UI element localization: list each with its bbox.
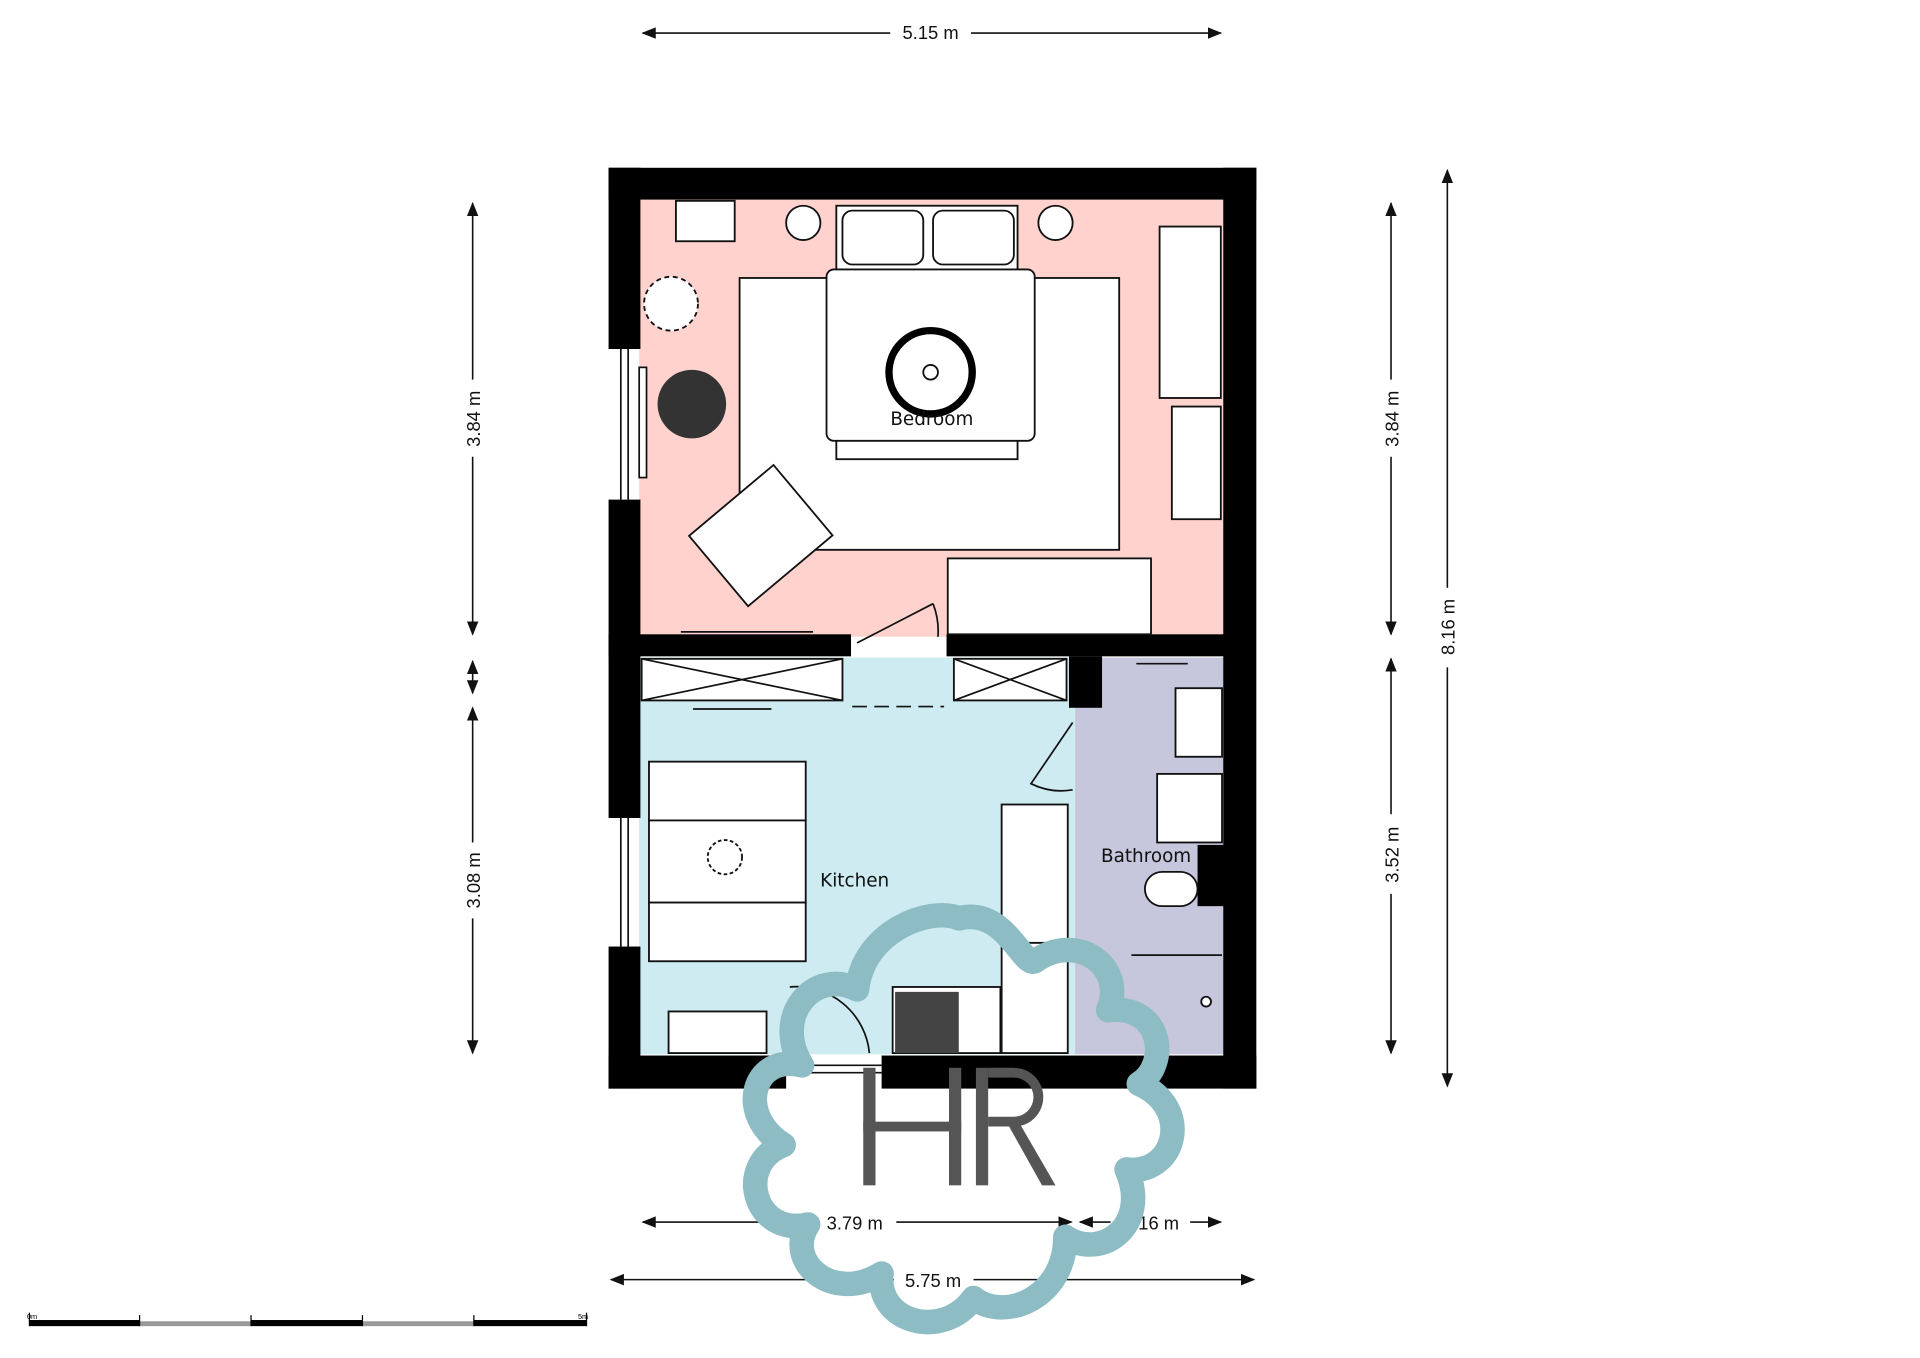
bathroom-label: Bathroom [1101, 846, 1191, 867]
dim-bottom-total: 5.75 m [905, 1270, 961, 1291]
kitchen-label: Kitchen [820, 871, 889, 892]
dim-right-bathroom: 3.52 m [1381, 827, 1402, 883]
dim-top-width: 5.15 m [903, 22, 959, 43]
dim-bottom-kitchen: 3.79 m [827, 1212, 883, 1233]
walls [608, 167, 1257, 1089]
scale-bar: 0m 5m [27, 1312, 588, 1327]
scale-start-label: 0m [27, 1312, 37, 1321]
dim-right-total: 8.16 m [1438, 599, 1459, 655]
scale-end-label: 5m [578, 1312, 588, 1321]
dimension-lines [466, 27, 1454, 1286]
bathroom-fixtures [1131, 662, 1223, 1008]
dim-right-bedroom: 3.84 m [1381, 391, 1402, 447]
dim-left-kitchen: 3.08 m [463, 852, 484, 908]
wardrobes [640, 657, 1068, 708]
dim-left-bedroom: 3.84 m [463, 391, 484, 447]
bedroom-label: Bedroom [890, 409, 973, 430]
bedroom-furniture [643, 199, 1222, 644]
hr-watermark-logo [742, 903, 1185, 1335]
